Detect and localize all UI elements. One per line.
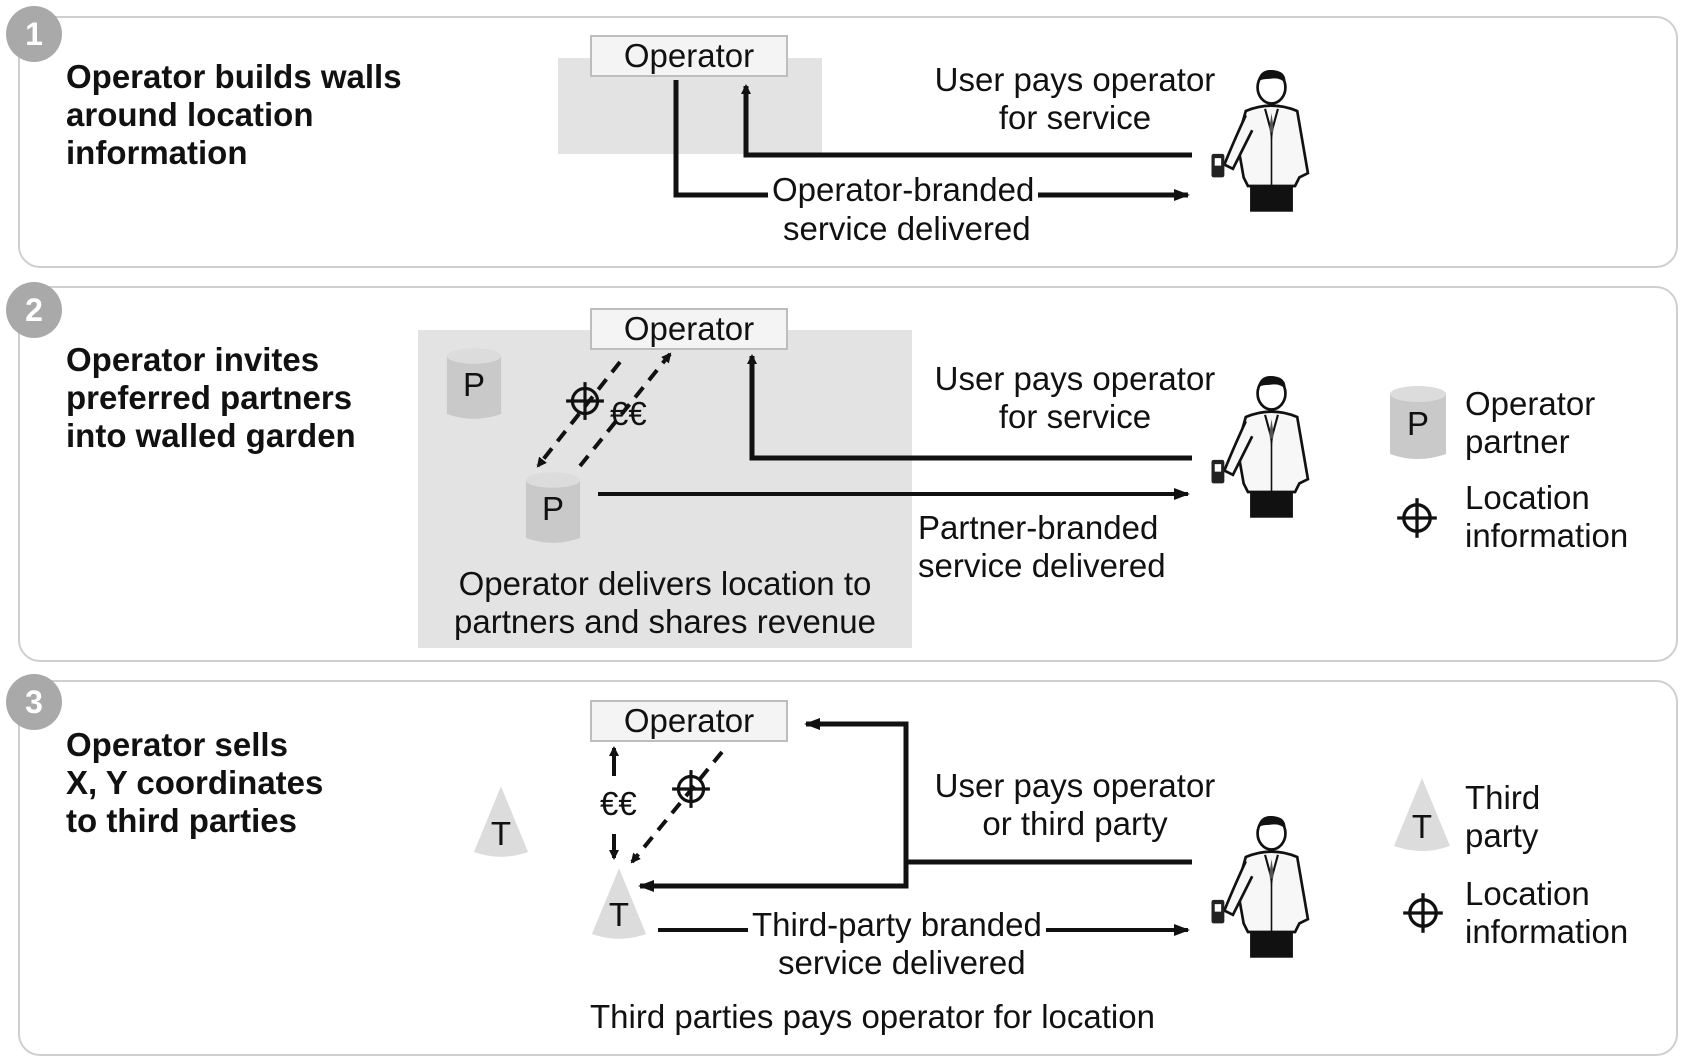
- crosshair-icon: [670, 768, 712, 810]
- panel-1: [18, 16, 1678, 268]
- step-badge-3: 3: [6, 674, 62, 730]
- panel-1-heading: Operator builds walls around location in…: [66, 58, 402, 171]
- legend-location-label-3: Location information: [1465, 875, 1629, 950]
- service-label-3-line1: Third-party branded: [748, 906, 1046, 944]
- payment-arrow-2: [747, 354, 1192, 461]
- legend-partner-label: Operator partner: [1465, 385, 1596, 460]
- third-party-symbol-left: T: [490, 815, 512, 852]
- panel-2-heading: Operator invites preferred partners into…: [66, 341, 356, 454]
- legend-third-party-label: Third party: [1465, 779, 1541, 854]
- operator-box-1: Operator: [590, 35, 788, 77]
- user-pays-label-1: User pays operator for service: [934, 61, 1216, 136]
- partner-symbol-bottom: P: [541, 490, 564, 527]
- garden-caption-2: Operator delivers location to partners a…: [454, 565, 876, 640]
- revenue-flow-arrow: [578, 352, 672, 468]
- user-pays-label-3: User pays operator or third party: [934, 767, 1216, 842]
- legend-third-party-symbol: T: [1411, 808, 1433, 845]
- service-label-3-line2: service delivered: [778, 944, 1026, 981]
- user-pays-label-2: User pays operator for service: [934, 360, 1216, 435]
- footer-caption-3: Third parties pays operator for location: [590, 998, 1155, 1035]
- partner-symbol-top: P: [462, 366, 485, 403]
- euro-label-3: €€: [600, 785, 637, 822]
- user-with-phone-icon: [1205, 812, 1323, 962]
- service-label-2: Partner-branded service delivered: [918, 509, 1166, 584]
- legend-crosshair-icon: [1401, 891, 1445, 935]
- payment-arrow-1: [741, 84, 1192, 158]
- location-flow-arrow: [536, 360, 622, 468]
- payment-arrow-3-operator: [804, 718, 1192, 865]
- service-label-1-line1: Operator-branded: [768, 171, 1039, 209]
- euro-label-2: €€: [610, 395, 647, 432]
- payment-arrow-3-third-party: [638, 862, 909, 892]
- operator-box-3: Operator: [590, 700, 788, 742]
- operator-box-2: Operator: [590, 308, 788, 350]
- step-badge-1: 1: [6, 6, 62, 62]
- panel-3-heading: Operator sells X, Y coordinates to third…: [66, 726, 324, 839]
- location-flow-arrow-3: [630, 750, 724, 864]
- legend-location-label-2: Location information: [1465, 479, 1629, 554]
- third-party-symbol-center: T: [608, 896, 630, 933]
- service-label-1-line2: service delivered: [783, 210, 1031, 247]
- panel-3: [18, 680, 1678, 1056]
- legend-partner-symbol: P: [1406, 405, 1429, 442]
- step-badge-2: 2: [6, 282, 62, 338]
